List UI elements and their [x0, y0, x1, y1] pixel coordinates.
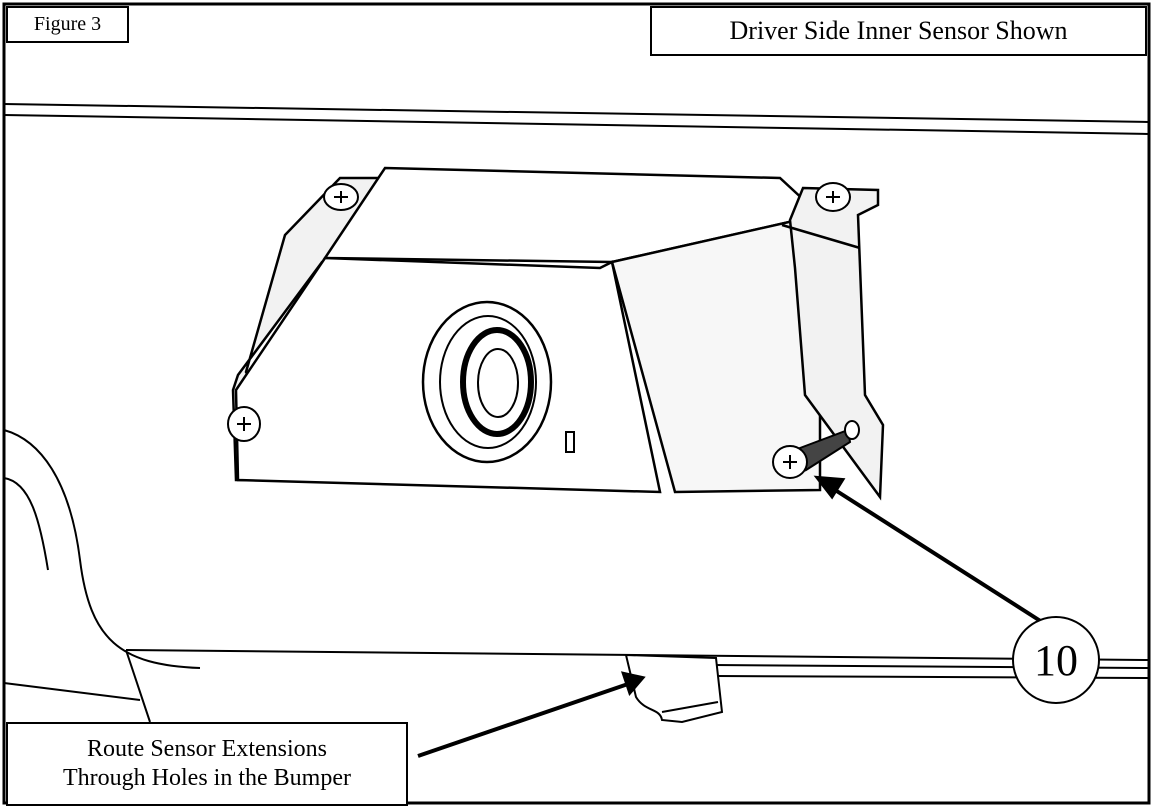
route-note-line1: Route Sensor Extensions: [87, 736, 327, 762]
housing-right: [610, 213, 822, 494]
right-wing: [788, 186, 885, 501]
callout-10: 10: [1012, 616, 1100, 704]
sensor-bracket: [231, 166, 885, 501]
route-note-line2: Through Holes in the Bumper: [63, 765, 351, 791]
screw-top-right: [815, 182, 851, 212]
screw-10: [772, 420, 860, 479]
sensor-ring: [421, 300, 553, 464]
screw-top-left: [323, 183, 359, 211]
route-note: Route Sensor Extensions Through Holes in…: [6, 722, 408, 806]
figure-title: Driver Side Inner Sensor Shown: [650, 6, 1147, 56]
screw-left: [227, 406, 261, 442]
bumper-upper-edge: [3, 103, 1150, 135]
housing-front: [234, 256, 662, 494]
fascia-curve: [3, 429, 201, 701]
bumper-hole-tab: [624, 653, 724, 724]
leader-arrows: [417, 475, 1044, 758]
alignment-slot: [565, 431, 575, 453]
figure-label: Figure 3: [6, 6, 129, 43]
